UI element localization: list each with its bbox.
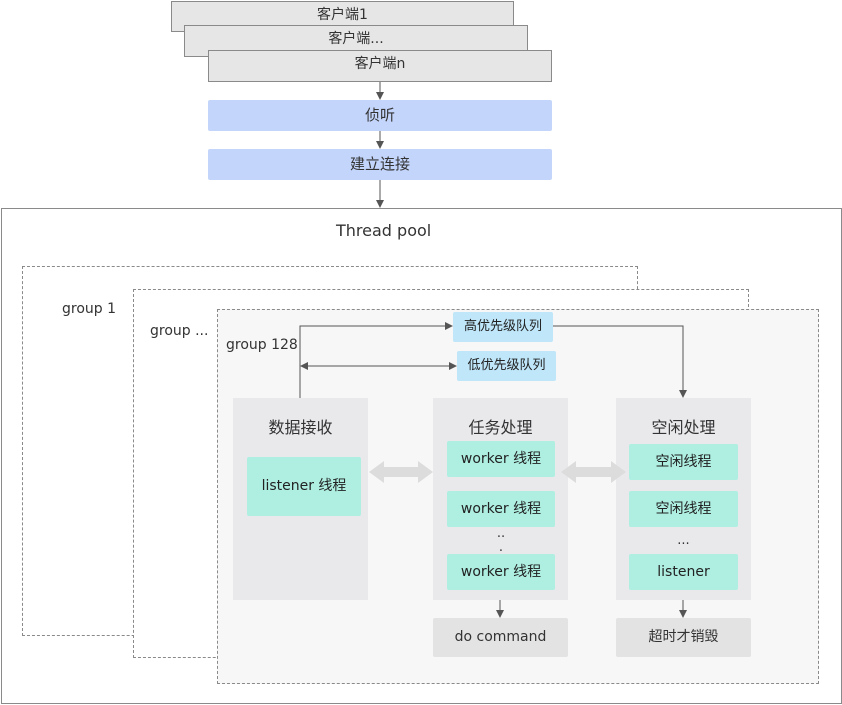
worker-thread-1: worker 线程: [447, 441, 555, 477]
connect-step: 建立连接: [208, 149, 552, 180]
idle-thread-2-label: 空闲线程: [655, 501, 712, 517]
worker-thread-2-label: worker 线程: [460, 501, 542, 517]
timeout-destroy-label: 超时才销毁: [648, 629, 719, 645]
receive-column-title: 数据接收: [268, 418, 333, 437]
listener-thread-label: listener 线程: [261, 478, 347, 494]
idle-thread-1: 空闲线程: [629, 444, 738, 480]
listen-step-label: 侦听: [364, 106, 395, 124]
task-column-title: 任务处理: [468, 418, 533, 437]
client-label-n: 客户端n: [354, 56, 406, 72]
low-priority-queue: 低优先级队列: [457, 351, 556, 381]
high-priority-queue: 高优先级队列: [453, 312, 553, 342]
do-command-label: do command: [454, 629, 547, 645]
worker-thread-3: worker 线程: [447, 554, 555, 590]
idle-column-title: 空闲处理: [651, 418, 716, 437]
group-128-label: group 128: [226, 337, 298, 353]
listen-step: 侦听: [208, 100, 552, 131]
connect-step-label: 建立连接: [349, 155, 410, 173]
client-label-1: 客户端1: [317, 7, 368, 23]
idle-thread-1-label: 空闲线程: [655, 454, 712, 470]
task-ellipsis-bottom: .: [498, 540, 504, 555]
worker-thread-2: worker 线程: [447, 491, 555, 527]
do-command-box: do command: [433, 618, 568, 657]
low-priority-queue-label: 低优先级队列: [467, 358, 546, 373]
task-ellipsis-top: ..: [496, 526, 506, 541]
idle-listener-label: listener: [657, 564, 710, 580]
idle-thread-2: 空闲线程: [629, 491, 738, 527]
group-1-label: group 1: [62, 301, 117, 317]
idle-listener: listener: [629, 554, 738, 590]
client-label-2: 客户端...: [328, 31, 384, 47]
thread-pool-title: Thread pool: [336, 221, 432, 240]
worker-thread-1-label: worker 线程: [460, 451, 542, 467]
high-priority-queue-label: 高优先级队列: [463, 319, 542, 334]
group-mid-label: group ...: [150, 323, 209, 339]
worker-thread-3-label: worker 线程: [460, 564, 542, 580]
idle-ellipsis: ...: [677, 533, 690, 548]
listener-thread: listener 线程: [247, 457, 361, 516]
client-box-n: 客户端n: [208, 50, 552, 82]
timeout-destroy-box: 超时才销毁: [616, 618, 751, 657]
